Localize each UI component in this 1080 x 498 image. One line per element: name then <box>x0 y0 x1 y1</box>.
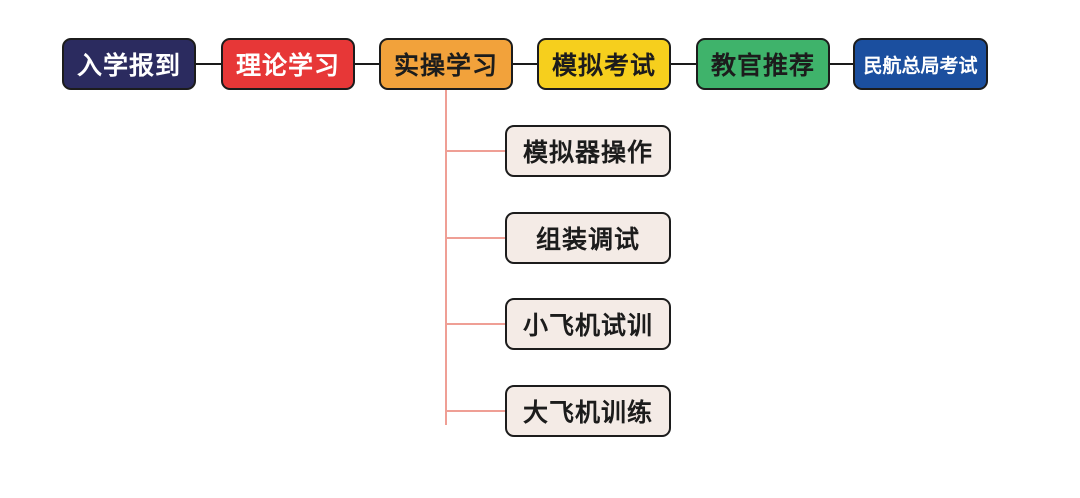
connector-5-6 <box>828 63 855 65</box>
connector-1-2 <box>196 63 222 65</box>
branch-line-3 <box>445 323 507 325</box>
sub-step-label: 组装调试 <box>535 225 640 254</box>
sub-step-label: 大飞机训练 <box>522 398 653 427</box>
branch-line-2 <box>445 237 507 239</box>
sub-step-assembly: 组装调试 <box>505 212 671 264</box>
stage-mock-exam: 模拟考试 <box>537 38 671 90</box>
stage-label: 模拟考试 <box>551 51 656 80</box>
stage-label: 教官推荐 <box>710 51 815 80</box>
stage-theory-study: 理论学习 <box>221 38 355 90</box>
stage-instructor-recommend: 教官推荐 <box>696 38 830 90</box>
branch-line-1 <box>445 150 507 152</box>
connector-3-4 <box>512 63 539 65</box>
branch-line-4 <box>445 410 507 412</box>
stage-practical-study: 实操学习 <box>379 38 513 90</box>
stage-enrollment: 入学报到 <box>62 38 196 90</box>
branch-vertical-line <box>445 90 447 425</box>
stage-label: 理论学习 <box>235 51 340 80</box>
sub-step-small-aircraft: 小飞机试训 <box>505 298 671 350</box>
stage-label: 民航总局考试 <box>863 54 978 77</box>
stage-caac-exam: 民航总局考试 <box>853 38 988 90</box>
connector-2-3 <box>354 63 381 65</box>
sub-step-large-aircraft: 大飞机训练 <box>505 385 671 437</box>
sub-step-simulator: 模拟器操作 <box>505 125 671 177</box>
connector-4-5 <box>670 63 697 65</box>
sub-step-label: 模拟器操作 <box>522 138 653 167</box>
sub-step-label: 小飞机试训 <box>522 311 653 340</box>
stage-label: 实操学习 <box>393 51 498 80</box>
stage-label: 入学报到 <box>76 51 181 80</box>
